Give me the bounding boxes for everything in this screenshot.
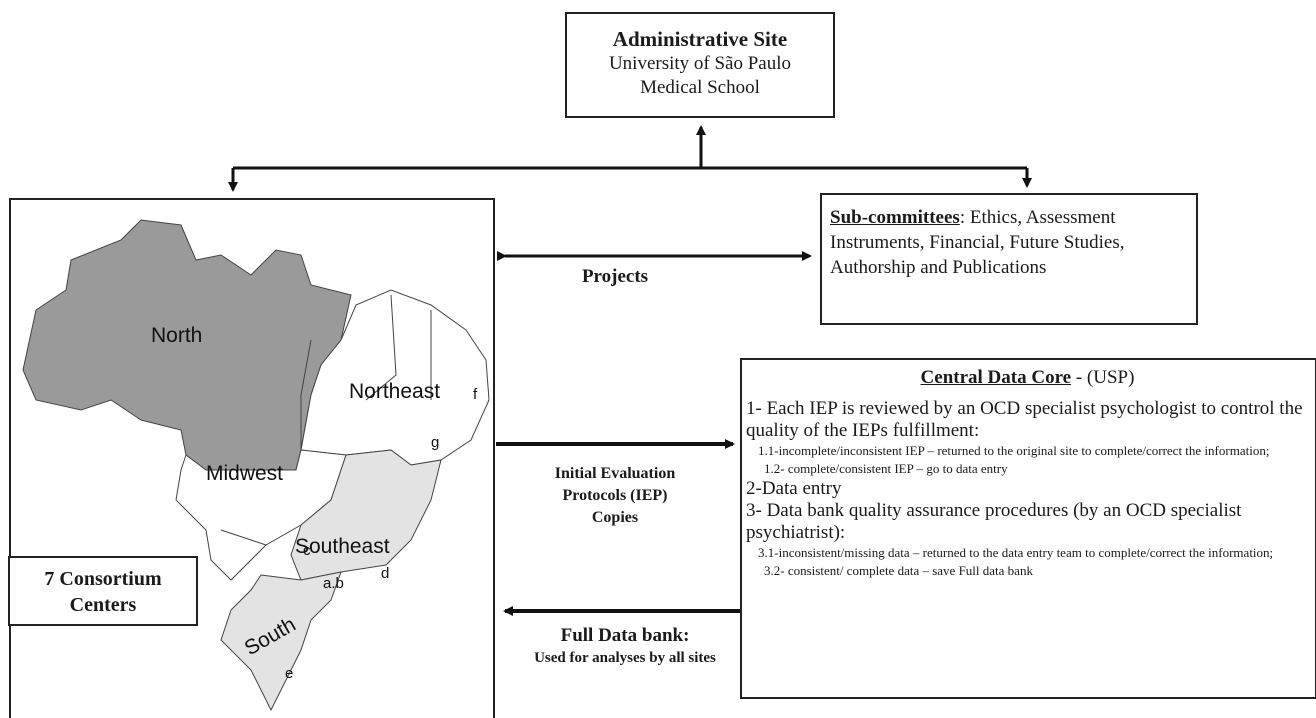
map-label-north: North — [151, 324, 203, 347]
central-data-core-box: Central Data Core - (USP) 1- Each IEP is… — [740, 358, 1316, 699]
site-label-e: e — [285, 665, 294, 682]
admin-line-1: University of São Paulo — [608, 53, 792, 74]
central-title-suffix: - (USP) — [1071, 367, 1135, 388]
consortium-line-2: Centers — [69, 594, 137, 616]
map-label-southeast: Southeast — [295, 535, 390, 558]
northeast-region — [300, 289, 490, 466]
central-item-2: 2-Data entry — [746, 478, 842, 499]
site-label-c: c — [303, 542, 311, 559]
full-data-bank-label: Full Data bank: Used for analyses by all… — [505, 624, 745, 668]
admin-line-2: Medical School — [640, 77, 760, 98]
site-label-ab: a.b — [323, 575, 344, 592]
iep-line-1: Initial Evaluation — [554, 465, 676, 482]
site-label-g: g — [431, 434, 440, 451]
central-item-1: 1- Each IEP is reviewed by an OCD specia… — [746, 398, 1303, 441]
full-bank-line-2: Used for analyses by all sites — [534, 650, 716, 666]
central-item-3-1: 3.1-inconsistent/missing data – returned… — [758, 545, 1274, 560]
projects-label: Projects — [581, 266, 649, 287]
iep-label: Initial Evaluation Protocols (IEP) Copie… — [515, 463, 715, 529]
admin-title: Administrative Site — [612, 27, 788, 51]
subcommittees-box: Sub-committees: Ethics, Assessment Instr… — [820, 193, 1198, 325]
midwest-region — [175, 449, 347, 581]
central-title: Central Data Core - (USP) — [746, 366, 1309, 390]
consortium-line-1: 7 Consortium — [44, 568, 162, 590]
full-bank-line-1: Full Data bank: — [560, 625, 690, 646]
central-item-1-2: 1.2- complete/consistent IEP – go to dat… — [764, 461, 1008, 476]
site-label-f: f — [473, 386, 478, 403]
central-item-1-1: 1.1-incomplete/inconsistent IEP – return… — [758, 443, 1270, 458]
subcommittees-title: Sub-committees — [830, 207, 960, 228]
iep-line-3: Copies — [591, 509, 639, 526]
site-label-d: d — [381, 565, 390, 582]
map-label-midwest: Midwest — [206, 462, 284, 485]
consortium-centers-box: 7 Consortium Centers — [8, 556, 198, 626]
central-title-main: Central Data Core — [920, 367, 1072, 388]
central-item-3-2: 3.2- consistent/ complete data – save Fu… — [764, 563, 1033, 578]
subcommittees-text: : Ethics, Assessment Instruments, Financ… — [830, 207, 1125, 278]
map-label-northeast: Northeast — [349, 380, 441, 403]
iep-line-2: Protocols (IEP) — [562, 487, 668, 504]
brazil-map-frame: North Northeast Midwest Southeast South … — [9, 198, 495, 718]
south-region — [220, 571, 342, 712]
central-item-3: 3- Data bank quality assurance procedure… — [746, 500, 1242, 543]
brazil-map — [22, 219, 490, 712]
southeast-region — [290, 449, 442, 581]
administrative-site-box: Administrative Site University of São Pa… — [565, 12, 835, 118]
